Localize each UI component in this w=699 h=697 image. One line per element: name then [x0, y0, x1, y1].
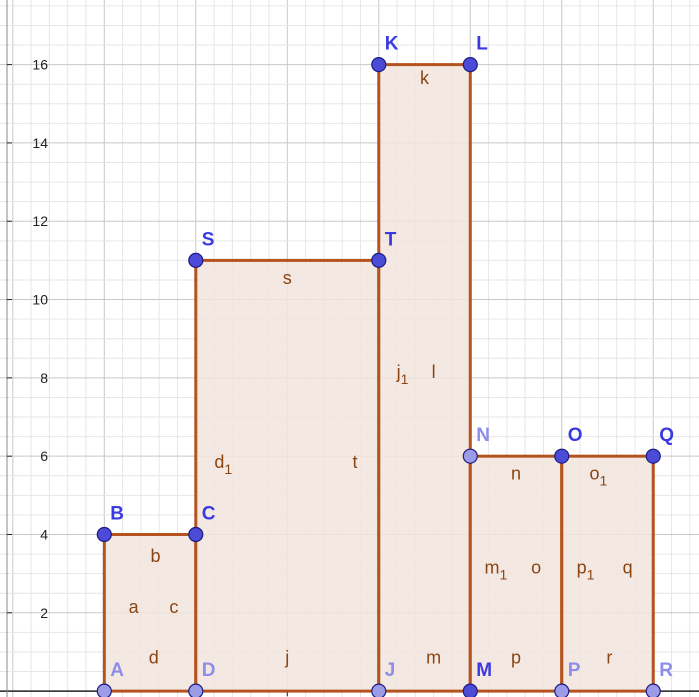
- segment-label: n: [511, 464, 521, 484]
- segment-label: m: [426, 648, 441, 668]
- point-N[interactable]: N: [462, 425, 490, 464]
- y-tick-label: 10: [32, 292, 48, 308]
- point-T[interactable]: T: [371, 229, 397, 268]
- point-label: Q: [659, 425, 674, 446]
- point-label: N: [476, 425, 490, 446]
- point-marker[interactable]: [462, 448, 478, 464]
- point-marker[interactable]: [371, 683, 387, 697]
- point-marker[interactable]: [188, 526, 204, 543]
- rectangle-polygon[interactable]: [377, 63, 472, 693]
- segment-label: o: [531, 558, 541, 578]
- point-label: A: [110, 660, 124, 681]
- point-marker[interactable]: [645, 448, 661, 464]
- point-marker[interactable]: [462, 683, 478, 697]
- point-marker[interactable]: [188, 252, 204, 268]
- segment-label: k: [420, 68, 430, 88]
- segment-label: b: [151, 546, 161, 566]
- point-label: B: [110, 503, 124, 524]
- y-tick-label: 16: [32, 57, 48, 73]
- segment-label: s: [283, 268, 292, 288]
- y-tick-label: 8: [40, 370, 48, 386]
- segment-label: p: [511, 648, 521, 668]
- point-label: P: [568, 660, 581, 681]
- point-marker[interactable]: [96, 526, 112, 543]
- points: A B C D S T J K L M N O P Q R: [96, 34, 674, 697]
- point-M[interactable]: M: [462, 660, 492, 697]
- y-tick-label: 2: [40, 605, 48, 621]
- point-P[interactable]: P: [554, 660, 581, 697]
- y-tick-label: 14: [32, 135, 48, 151]
- point-label: K: [385, 34, 399, 55]
- point-label: M: [476, 660, 492, 681]
- point-label: O: [568, 425, 583, 446]
- point-marker[interactable]: [371, 252, 387, 268]
- point-Q[interactable]: Q: [645, 425, 674, 464]
- point-label: J: [385, 660, 396, 681]
- point-marker[interactable]: [96, 683, 112, 697]
- point-label: T: [385, 229, 397, 250]
- segment-label: c: [169, 597, 178, 617]
- point-marker[interactable]: [188, 683, 204, 697]
- rectangle-polygon[interactable]: [560, 454, 655, 693]
- point-marker[interactable]: [554, 683, 570, 697]
- point-R[interactable]: R: [645, 660, 673, 697]
- segment-label: r: [606, 648, 612, 668]
- point-B[interactable]: B: [96, 503, 124, 543]
- point-J[interactable]: J: [371, 660, 396, 697]
- point-label: R: [659, 660, 673, 681]
- segment-label: q: [623, 558, 633, 578]
- segment-label: d: [149, 648, 159, 668]
- point-label: C: [202, 503, 216, 524]
- y-tick-label: 6: [40, 448, 48, 464]
- y-tick-label: 4: [40, 526, 48, 542]
- point-O[interactable]: O: [554, 425, 583, 464]
- point-marker[interactable]: [462, 57, 478, 73]
- point-A[interactable]: A: [96, 660, 124, 697]
- point-marker[interactable]: [645, 683, 661, 697]
- point-K[interactable]: K: [371, 34, 399, 73]
- segment-label: a: [129, 597, 140, 617]
- rectangle-polygon[interactable]: [468, 454, 564, 693]
- point-label: L: [476, 34, 488, 55]
- point-C[interactable]: C: [188, 503, 216, 543]
- point-label: S: [202, 229, 215, 250]
- point-D[interactable]: D: [188, 660, 216, 697]
- rectangle-polygon[interactable]: [194, 258, 381, 693]
- point-marker[interactable]: [554, 448, 570, 464]
- rectangle-polygon[interactable]: [102, 532, 198, 693]
- segment-label: t: [352, 452, 357, 472]
- point-S[interactable]: S: [188, 229, 215, 268]
- point-label: D: [202, 660, 216, 681]
- rectangles: [102, 63, 655, 693]
- y-tick-label: 12: [32, 213, 48, 229]
- point-marker[interactable]: [371, 57, 387, 73]
- point-L[interactable]: L: [462, 34, 488, 73]
- segment-label: l: [432, 362, 436, 382]
- segment-label: j: [284, 648, 289, 668]
